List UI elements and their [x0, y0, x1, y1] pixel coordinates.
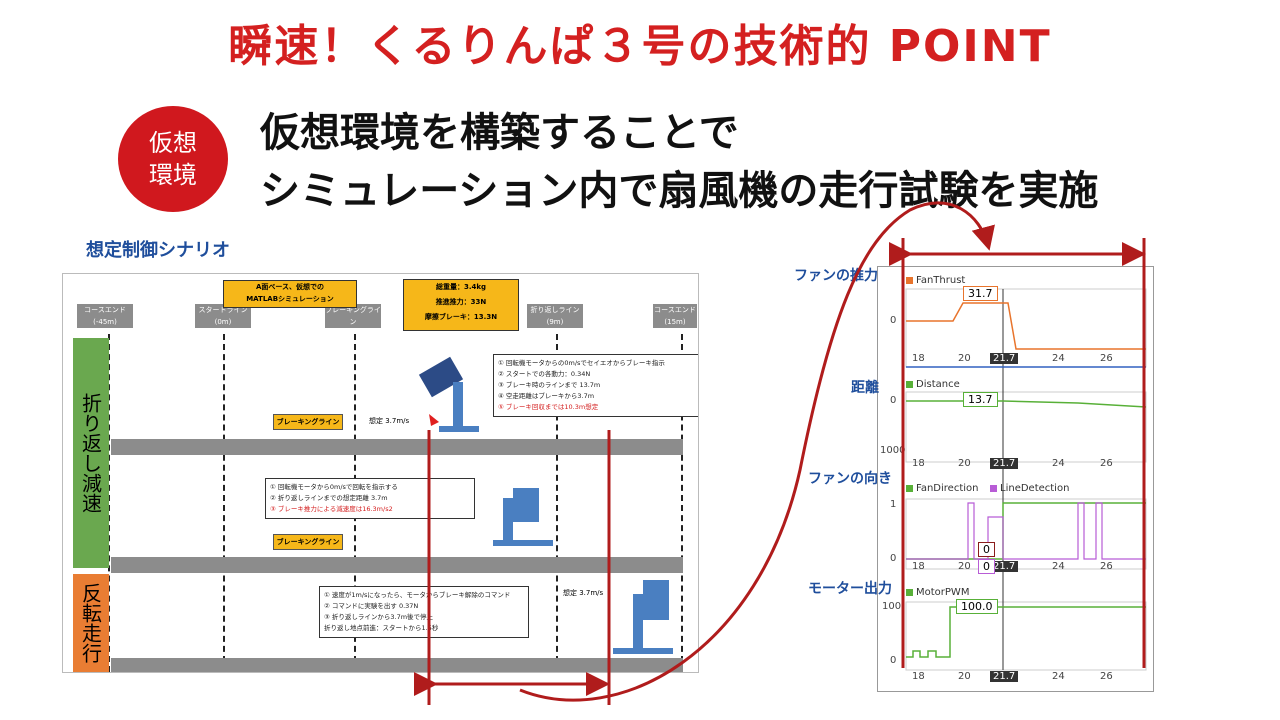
speed-label: 想定 3.7m/s: [563, 589, 604, 597]
braking-line-tag: ブレーキングライン: [273, 534, 343, 550]
headline-line1: 仮想環境を構築することで: [260, 110, 739, 156]
x-tick: 26: [1100, 671, 1113, 682]
col-course-end-left: コースエンド(-45m): [77, 304, 133, 328]
badge-line2: 環境: [149, 161, 197, 189]
x-tick: 24: [1052, 353, 1065, 364]
cursor-time: 21.7: [990, 561, 1019, 572]
x-tick: 20: [958, 561, 971, 572]
col-turn-line: 折り返しライン(9m): [527, 304, 583, 328]
label-fan-thrust: ファンの推力: [794, 268, 878, 284]
fan-illustration: [493, 488, 553, 546]
track: [111, 439, 683, 455]
legend-motorpwm: MotorPWM: [906, 587, 969, 598]
x-tick: 24: [1052, 458, 1065, 469]
label-fan-direction: ファンの向き: [808, 471, 892, 487]
virtual-env-badge: 仮想 環境: [118, 106, 228, 212]
col-course-end-right: コースエンド(15m): [653, 304, 697, 328]
col-braking-line: ブレーキングライン(4.5m): [325, 304, 381, 338]
y-tick: 1000: [880, 445, 906, 456]
motorpwm-value: 100.0: [956, 599, 998, 614]
col-start-line: スタートライン(0m): [195, 304, 251, 328]
divider: [108, 334, 110, 672]
scenario-label: 想定制御シナリオ: [86, 240, 230, 261]
divider: [223, 334, 225, 672]
y-tick: 0: [890, 553, 897, 564]
y-tick: 0: [890, 395, 897, 406]
legend-distance: Distance: [906, 379, 960, 390]
y-tick: 100: [882, 601, 902, 612]
fan-illustration-tilted: [418, 356, 479, 432]
x-tick: 18: [912, 561, 925, 572]
graph-plot-area: [905, 288, 1147, 671]
x-tick: 24: [1052, 671, 1065, 682]
x-tick: 20: [958, 353, 971, 364]
x-tick: 26: [1100, 458, 1113, 469]
braking-line-tag: ブレーキングライン: [273, 414, 343, 430]
slide-title: 瞬速！くるりんぱ３号の技術的 POINT: [228, 21, 1052, 72]
legend-fandirection: FanDirection: [906, 483, 978, 494]
phase-decel: 折り返し減速: [73, 338, 109, 568]
fan-illustration: [613, 580, 673, 654]
x-tick: 24: [1052, 561, 1065, 572]
cursor-time: 21.7: [990, 458, 1019, 469]
x-tick: 18: [912, 458, 925, 469]
badge-line1: 仮想: [149, 129, 197, 157]
x-tick: 18: [912, 671, 925, 682]
speed-label: 想定 3.7m/s: [369, 417, 410, 425]
legend-linedetection: LineDetection: [990, 483, 1069, 494]
label-distance: 距離: [851, 380, 879, 396]
track: [111, 658, 683, 672]
fanthrust-value: 31.7: [963, 286, 998, 301]
y-tick: 0: [890, 315, 897, 326]
x-tick: 20: [958, 458, 971, 469]
distance-value: 13.7: [963, 392, 998, 407]
track: [111, 557, 683, 573]
x-tick: 26: [1100, 353, 1113, 364]
legend-fanthrust: FanThrust: [906, 275, 965, 286]
x-tick: 18: [912, 353, 925, 364]
cursor-time: 21.7: [990, 671, 1019, 682]
y-tick: 0: [890, 655, 897, 666]
cursor-time: 21.7: [990, 353, 1019, 364]
simulation-graphs: FanThrust Distance FanDirection LineDete…: [877, 266, 1154, 692]
x-tick: 26: [1100, 561, 1113, 572]
y-tick: 1: [890, 499, 897, 510]
x-tick: 20: [958, 671, 971, 682]
phase-reverse: 反転走行: [73, 574, 109, 672]
label-motor-output: モーター出力: [808, 581, 892, 597]
linedetection-value: 0: [978, 559, 995, 574]
scenario-diagram: コースエンド(-45m) スタートライン(0m) ブレーキングライン(4.5m)…: [62, 273, 699, 673]
fandirection-value: 0: [978, 542, 995, 557]
headline-line2: シミュレーション内で扇風機の走行試験を実施: [260, 168, 1099, 214]
